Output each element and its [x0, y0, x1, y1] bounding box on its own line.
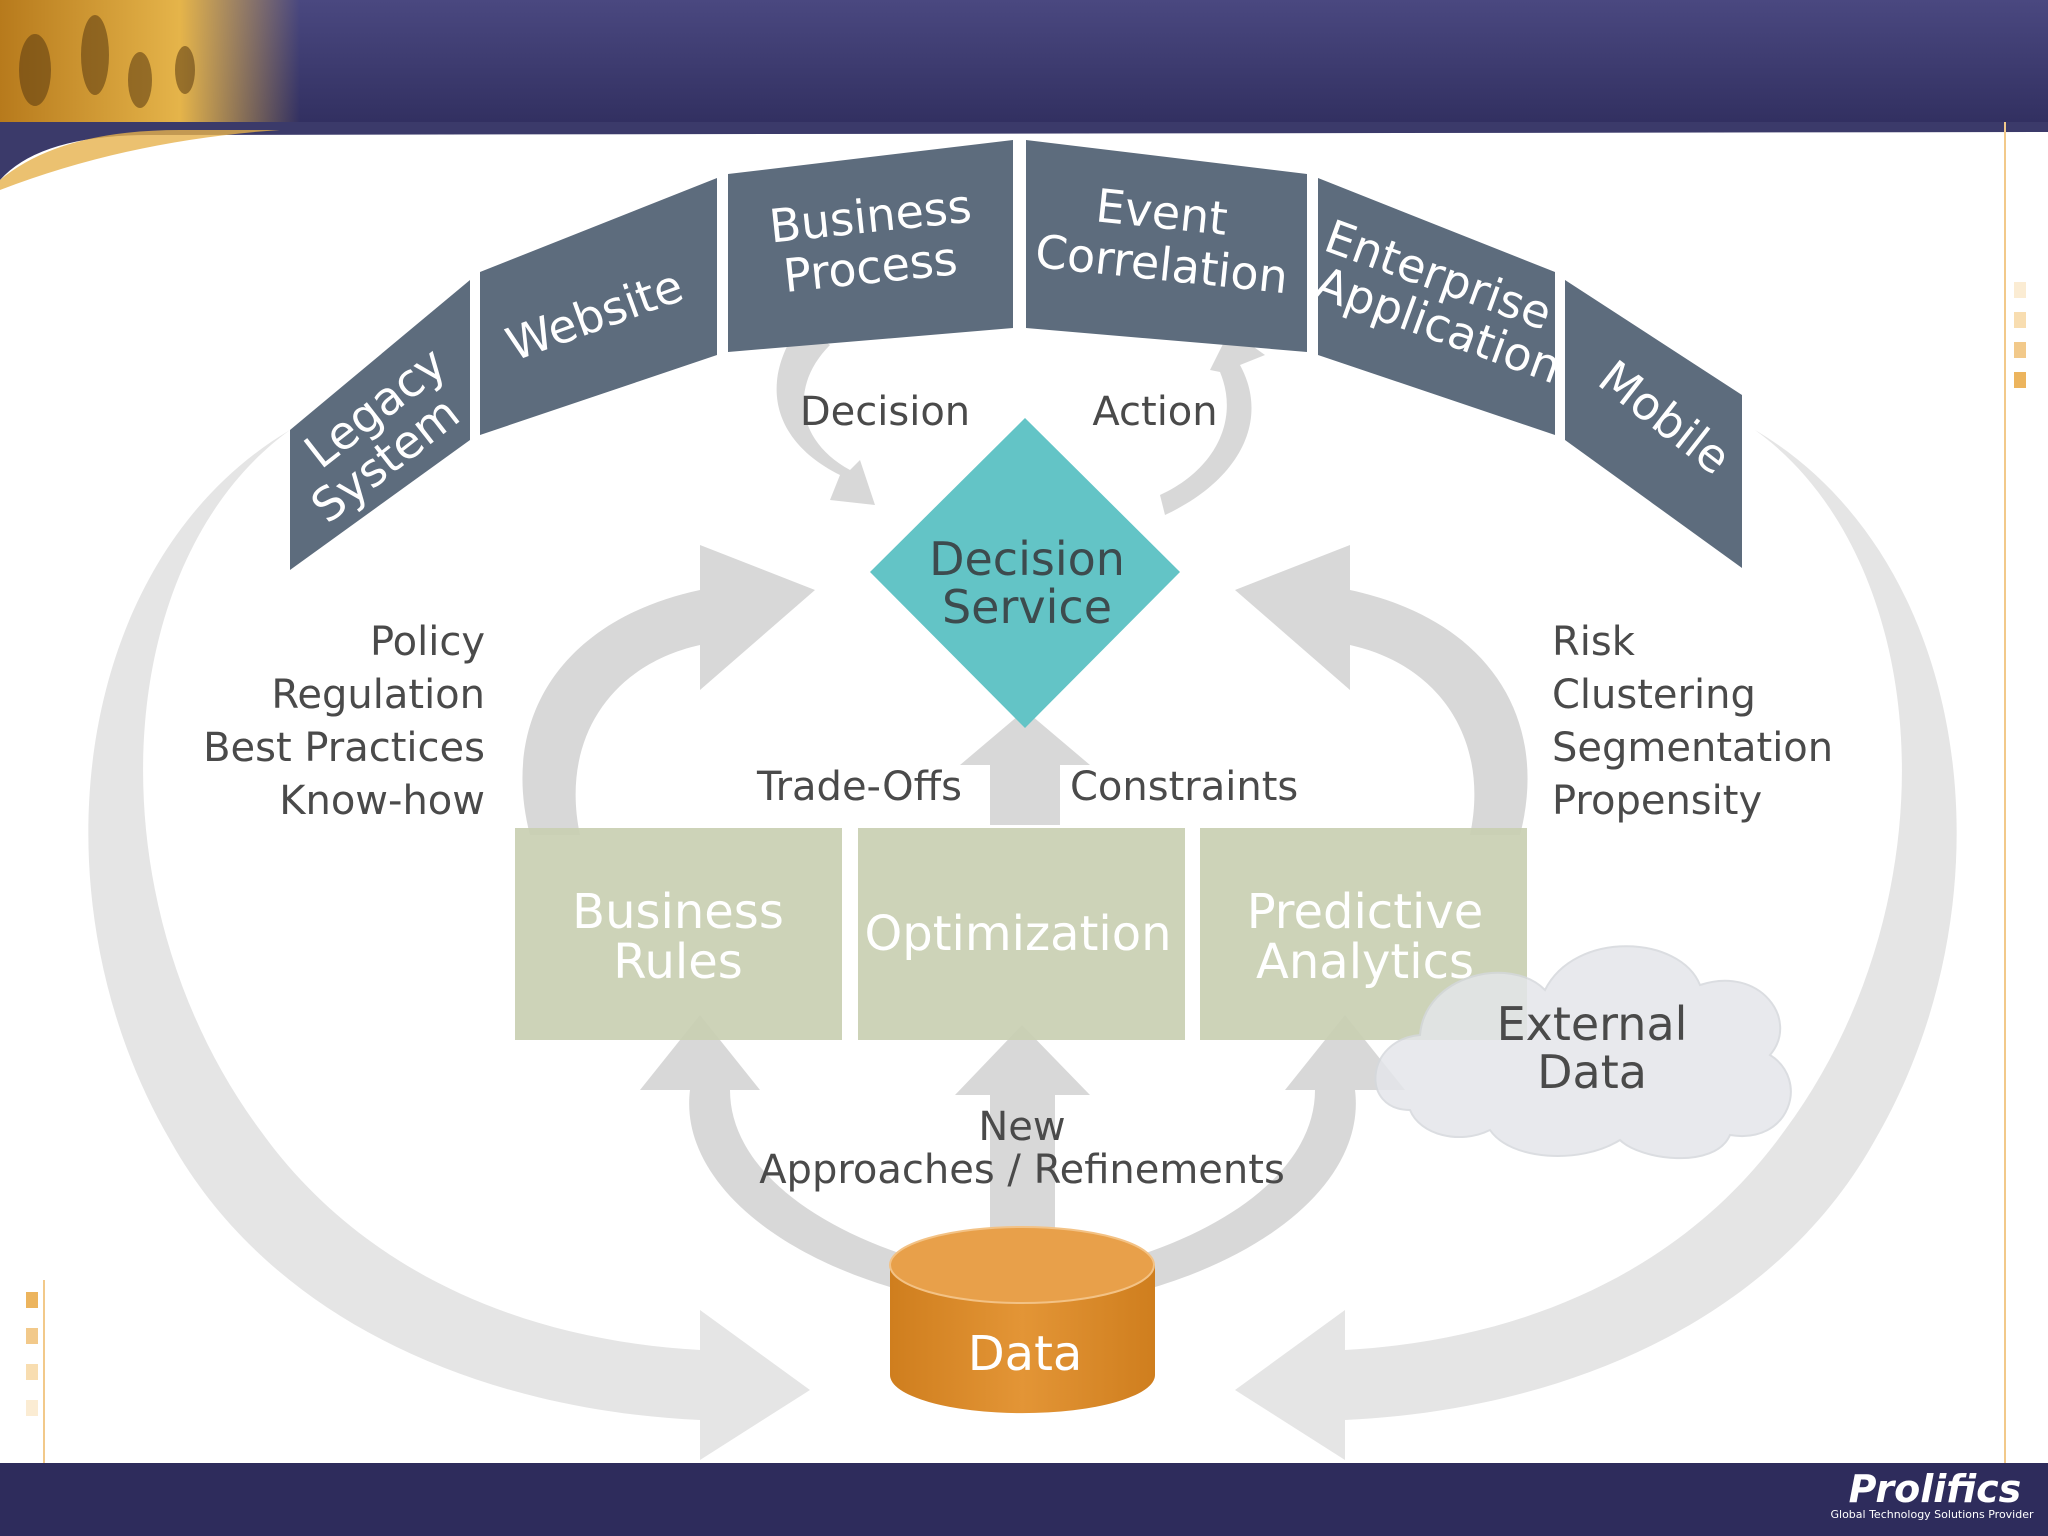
segment-mobile[interactable] [1565, 280, 1742, 568]
left-list-item: Policy [370, 619, 485, 665]
left-list: Policy Regulation Best Practices Know-ho… [203, 619, 485, 824]
optimization-label: Optimization [864, 906, 1171, 962]
segment-legacy-system[interactable] [290, 280, 470, 570]
approaches-label: Approaches / Refinements [759, 1147, 1285, 1193]
segment-business-process[interactable] [728, 140, 1013, 352]
logo-name: Prolifics [1849, 1467, 2022, 1511]
optimization-box[interactable]: Optimization [858, 828, 1185, 1040]
decision-service[interactable]: Decision Service [870, 418, 1180, 728]
external-data-label-1: External [1497, 997, 1688, 1051]
flow-decision-label: Decision [800, 389, 970, 435]
data-cylinder[interactable]: Data [889, 1226, 1155, 1414]
outer-cycle-arrow [88, 430, 1957, 1460]
left-list-item: Know-how [279, 778, 485, 824]
external-data-label-2: Data [1537, 1045, 1647, 1099]
segment-enterprise-application[interactable] [1318, 178, 1555, 435]
prolifics-logo: Prolifics Global Technology Solutions Pr… [1830, 1467, 2034, 1521]
right-list-item: Propensity [1552, 778, 1762, 824]
tradeoffs-label: Trade-Offs [756, 764, 962, 810]
data-label: Data [968, 1326, 1083, 1382]
new-label: New [978, 1104, 1065, 1150]
business-rules-box[interactable]: Business Rules [515, 828, 842, 1040]
decision-service-label-1: Decision [929, 532, 1125, 586]
left-list-item: Best Practices [203, 725, 485, 771]
segment-website[interactable] [480, 178, 717, 435]
right-list-item: Clustering [1552, 672, 1756, 718]
right-list-item: Risk [1552, 619, 1636, 665]
business-rules-label-1: Business [572, 884, 784, 940]
predictive-label-2: Analytics [1256, 934, 1474, 990]
right-list-item: Segmentation [1552, 725, 1833, 771]
left-edge-decor [26, 1280, 45, 1463]
business-rules-label-2: Rules [613, 934, 743, 990]
decision-service-label-2: Service [942, 580, 1112, 634]
photo-silhouettes [19, 15, 195, 108]
predictive-label-1: Predictive [1247, 884, 1484, 940]
right-edge-decor [2004, 122, 2026, 1463]
footer-bar [0, 1463, 2048, 1536]
header-bar [0, 0, 2048, 190]
right-list: Risk Clustering Segmentation Propensity [1552, 619, 1833, 824]
segment-event-correlation[interactable] [1026, 140, 1307, 352]
left-list-item: Regulation [271, 672, 485, 718]
flow-action-label: Action [1092, 389, 1217, 435]
logo-tagline: Global Technology Solutions Provider [1830, 1508, 2034, 1521]
inner-arrows [522, 325, 1528, 1290]
external-data-cloud[interactable] [1374, 945, 1792, 1160]
constraints-label: Constraints [1070, 764, 1298, 810]
segments-arc: Legacy System Website Business Process E… [290, 140, 1742, 570]
